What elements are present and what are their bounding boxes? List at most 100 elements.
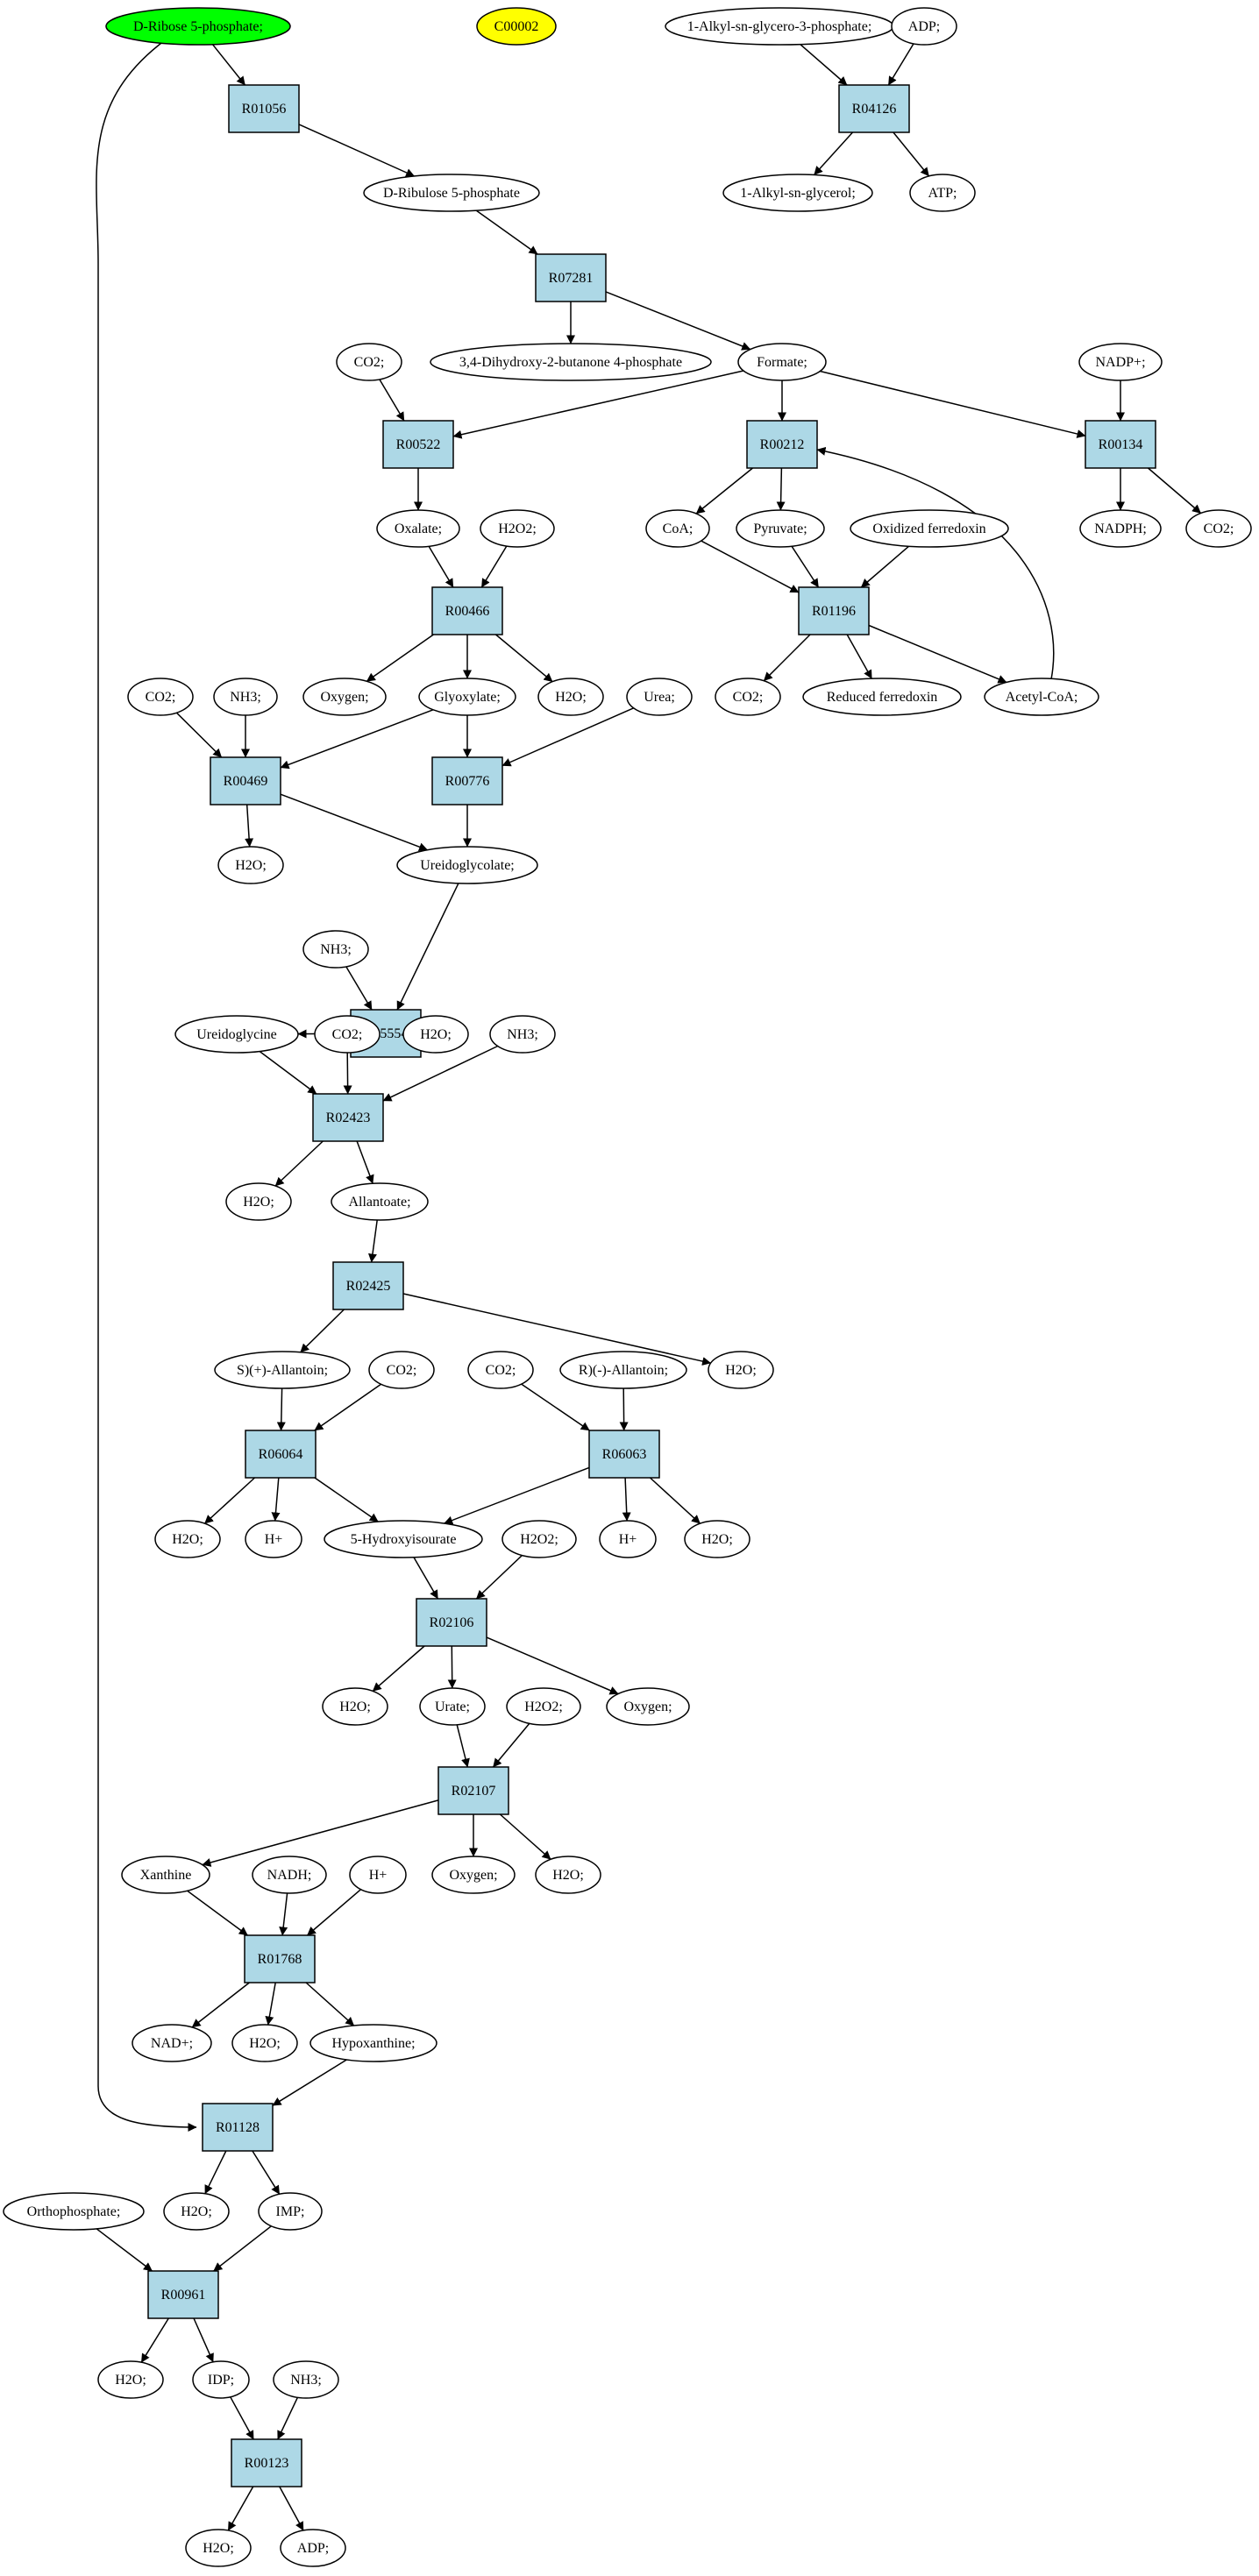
reaction-node-r01768: R01768	[244, 1934, 316, 1983]
edge-ureidoglycine-to-r02423	[259, 1050, 317, 1095]
node-label: R02107	[452, 1784, 496, 1799]
node-label: Reduced ferredoxin	[827, 690, 938, 705]
edge-rallantoin-to-r06063	[619, 1387, 629, 1431]
node-label: Xanthine	[140, 1868, 192, 1883]
edge-hplus_c-to-r01768	[307, 1889, 361, 1936]
node-label: NADP+;	[1095, 355, 1145, 370]
edge-allantoate-to-r02425	[368, 1219, 378, 1263]
reaction-node-r02423: R02423	[312, 1093, 384, 1142]
compound-node-dihydroxybutanone: 3,4-Dihydroxy-2-butanone 4-phosphate	[430, 343, 712, 381]
edge-ribose5p-to-r01056	[211, 44, 246, 86]
edge-r04126-to-atp	[893, 131, 930, 177]
compound-ellipse	[258, 2192, 323, 2231]
reaction-node-r06063: R06063	[588, 1430, 660, 1479]
compound-ellipse	[105, 7, 291, 46]
edge-hypoxanthine-to-r01128	[272, 2059, 347, 2106]
edge-xanthine-to-r01768	[187, 1890, 248, 1936]
node-label: Ureidoglycolate;	[420, 858, 515, 873]
edge-urea-to-r00776	[501, 707, 635, 767]
node-label: Pyruvate;	[753, 522, 807, 536]
compound-ellipse	[302, 678, 387, 716]
compound-node-co2_e: CO2;	[314, 1015, 381, 1054]
reaction-node-r02106: R02106	[416, 1598, 487, 1647]
compound-node-rallantoin: R)(-)-Allantoin;	[559, 1351, 687, 1389]
compound-ellipse	[127, 678, 194, 716]
compound-ellipse	[336, 343, 402, 381]
node-label: R00469	[224, 774, 268, 789]
compound-ellipse	[559, 1351, 687, 1389]
reaction-box	[245, 1430, 317, 1479]
edge-hydroxyisourate-to-r02106	[413, 1557, 439, 1600]
compound-ellipse	[599, 1520, 657, 1558]
node-label: CO2;	[354, 355, 385, 370]
reaction-box	[431, 586, 503, 635]
edge-r01128-to-imp	[252, 2150, 281, 2195]
node-label: R07281	[549, 271, 594, 286]
reaction-node-r00961: R00961	[147, 2270, 219, 2319]
compound-node-hplus_a: H+	[245, 1520, 302, 1558]
compound-node-h2o_g: H2O;	[684, 1520, 750, 1558]
edge-r00961-to-idp	[193, 2317, 214, 2363]
compound-ellipse	[606, 1687, 690, 1726]
reaction-node-r00776: R00776	[431, 756, 503, 805]
edge-r02106-to-oxygen_b	[486, 1636, 619, 1695]
node-label: R04126	[852, 102, 897, 117]
compound-ellipse	[322, 1687, 388, 1726]
edge-h2o2_c-to-r02107	[492, 1722, 530, 1768]
edge-orthophosphate-to-r00961	[96, 2228, 153, 2272]
edge-r00212-to-pyruvate	[776, 467, 786, 511]
node-label: R00134	[1099, 437, 1143, 452]
compound-ellipse	[314, 1015, 381, 1054]
reaction-node-r01196: R01196	[798, 586, 870, 635]
node-label: NADH;	[267, 1868, 312, 1883]
compound-ellipse	[154, 1520, 221, 1558]
compound-ellipse	[245, 1520, 302, 1558]
edge-idp-to-r00123	[230, 2396, 254, 2440]
reaction-box	[147, 2270, 219, 2319]
compound-node-glyoxylate: Glyoxylate;	[418, 678, 516, 716]
compound-node-adp_bottom: ADP;	[280, 2529, 346, 2567]
node-label: H+	[265, 1532, 283, 1547]
compound-node-hydroxyisourate: 5-Hydroxyisourate	[324, 1520, 483, 1558]
node-label: H2O2;	[524, 1700, 563, 1714]
compound-ellipse	[185, 2529, 252, 2567]
edge-formate-to-r00522	[452, 370, 744, 439]
compound-node-oxalate: Oxalate;	[376, 509, 460, 548]
node-label: CoA;	[663, 522, 694, 536]
compound-node-h2o_d: H2O;	[225, 1182, 292, 1221]
reaction-box	[431, 756, 503, 805]
compound-ellipse	[489, 1015, 556, 1054]
edge-nh3_d-to-r00123	[277, 2396, 299, 2440]
reaction-box	[231, 2438, 302, 2487]
node-label: H2O;	[420, 1027, 452, 1042]
compound-node-h2o_c: H2O;	[402, 1015, 469, 1054]
edge-co2_f-to-r06064	[314, 1383, 382, 1431]
compound-ellipse	[174, 1015, 299, 1054]
node-label: H2O;	[552, 1868, 584, 1883]
reaction-node-r01056: R01056	[228, 84, 300, 133]
edge-r02425-to-h2o_e	[402, 1293, 712, 1366]
node-label: Oxidized ferredoxin	[872, 522, 985, 536]
node-label: CO2;	[387, 1363, 417, 1378]
compound-ellipse	[1185, 509, 1252, 548]
compound-node-nadph: NADPH;	[1079, 509, 1162, 548]
edge-r01128-to-h2o_k	[204, 2150, 227, 2195]
compound-node-nadplus: NAD+;	[132, 2024, 212, 2062]
node-label: H+	[619, 1532, 637, 1547]
compound-node-nh3_a: NH3;	[213, 678, 278, 716]
edge-acetylcoa-to-r00212	[816, 446, 1055, 680]
node-label: H2O;	[249, 2036, 281, 2051]
reaction-box	[416, 1598, 487, 1647]
edge-r02107-to-h2o_i	[499, 1813, 551, 1860]
edge-r06064-to-hydroxyisourate	[314, 1477, 379, 1522]
edge-alkylglycero3p-to-r04126	[800, 44, 848, 86]
node-label: Allantoate;	[348, 1195, 410, 1210]
node-label: CO2;	[1204, 522, 1234, 536]
compound-ellipse	[684, 1520, 750, 1558]
edge-r02425-to-sallantoin	[300, 1309, 345, 1353]
edge-r00469-to-ureidoglycolate	[280, 793, 428, 852]
compound-ellipse	[192, 2360, 250, 2399]
reaction-node-r00212: R00212	[746, 420, 818, 469]
